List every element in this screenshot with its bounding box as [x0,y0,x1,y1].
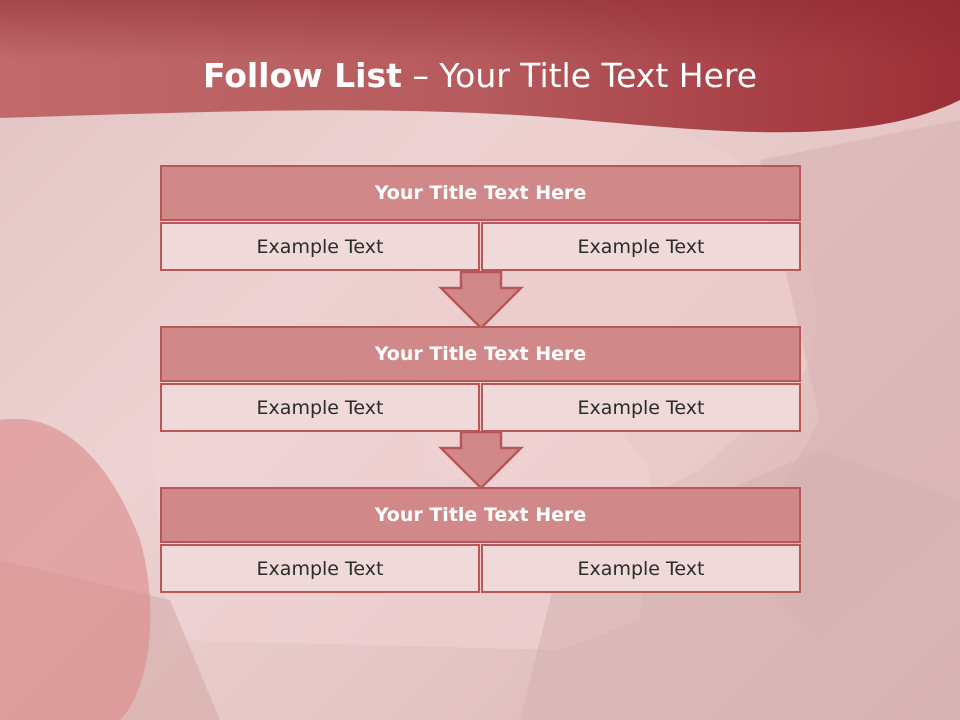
down-arrow-icon [438,271,524,329]
step-row: Example Text Example Text [160,544,801,593]
step-cell-left: Example Text [160,383,480,432]
step-block-1: Your Title Text Here Example Text Exampl… [160,165,801,271]
step-title: Your Title Text Here [160,165,801,221]
step-block-2: Your Title Text Here Example Text Exampl… [160,326,801,432]
step-row: Example Text Example Text [160,383,801,432]
step-cell-right: Example Text [481,544,801,593]
slide-title: Follow List – Your Title Text Here [0,54,960,98]
step-row: Example Text Example Text [160,222,801,271]
step-cell-left: Example Text [160,544,480,593]
step-cell-left: Example Text [160,222,480,271]
down-arrow-icon [438,431,524,489]
step-title: Your Title Text Here [160,487,801,543]
step-title: Your Title Text Here [160,326,801,382]
step-cell-right: Example Text [481,383,801,432]
title-rest: – Your Title Text Here [401,56,758,95]
title-bold: Follow List [202,56,402,95]
step-block-3: Your Title Text Here Example Text Exampl… [160,487,801,593]
step-cell-right: Example Text [481,222,801,271]
